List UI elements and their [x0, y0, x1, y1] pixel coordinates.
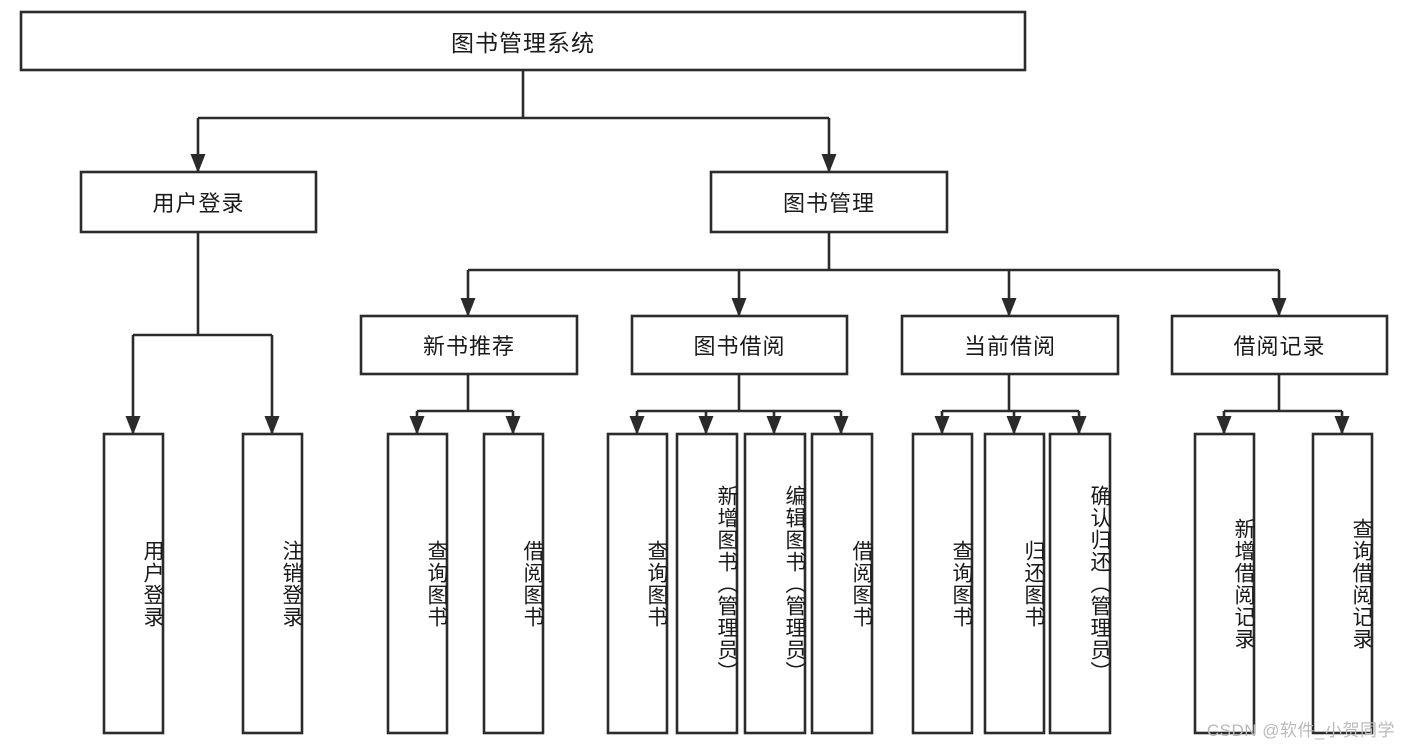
arrow-head-icon	[629, 416, 645, 435]
arrow-head-icon	[821, 154, 837, 173]
node-box-leaf-query-book-new[interactable]	[386, 432, 449, 735]
arrow-head-icon	[190, 154, 206, 173]
conn-new-book	[409, 374, 521, 435]
arrow-head-icon	[1071, 416, 1087, 435]
node-box-leaf-return-book[interactable]	[983, 432, 1046, 735]
node-box-leaf-add-record[interactable]	[1193, 432, 1256, 735]
node-box-new-book-recommend[interactable]	[359, 314, 579, 376]
conn-borrow-rec	[1216, 374, 1350, 435]
arrow-head-icon	[460, 298, 476, 317]
node-box-leaf-user-logout[interactable]	[241, 432, 304, 735]
arrow-head-icon	[698, 416, 714, 435]
conn-book-mgmt	[460, 232, 1287, 317]
arrow-head-icon	[934, 416, 950, 435]
node-box-root[interactable]	[19, 10, 1027, 72]
conn-root-split	[190, 70, 837, 173]
conn-current-bor	[934, 374, 1087, 435]
arrow-head-icon	[409, 416, 425, 435]
arrow-head-icon	[505, 416, 521, 435]
node-box-book-borrow[interactable]	[630, 314, 849, 376]
arrow-head-icon	[264, 416, 280, 435]
conn-user-login	[125, 232, 280, 435]
node-box-leaf-borrow-book-new[interactable]	[482, 432, 545, 735]
node-box-leaf-add-book[interactable]	[675, 432, 739, 735]
node-box-current-borrow[interactable]	[900, 314, 1120, 376]
arrow-head-icon	[1216, 416, 1232, 435]
arrow-head-icon	[125, 416, 141, 435]
node-box-user-login[interactable]	[79, 170, 318, 234]
arrow-head-icon	[766, 416, 782, 435]
arrow-head-icon	[731, 298, 747, 317]
connectors-layer	[125, 70, 1350, 435]
boxes-layer	[19, 10, 1389, 735]
node-box-leaf-query-book-bb[interactable]	[606, 432, 669, 735]
arrow-head-icon	[1006, 416, 1022, 435]
arrow-head-icon	[833, 416, 849, 435]
node-box-leaf-user-login[interactable]	[102, 432, 165, 735]
node-box-book-management[interactable]	[709, 170, 949, 234]
node-box-leaf-query-record[interactable]	[1311, 432, 1374, 735]
arrow-head-icon	[1001, 298, 1017, 317]
node-box-leaf-query-book-cb[interactable]	[911, 432, 974, 735]
conn-book-borrow	[629, 374, 849, 435]
node-box-leaf-edit-book[interactable]	[743, 432, 807, 735]
node-box-leaf-borrow-book-bb[interactable]	[810, 432, 874, 735]
node-box-borrow-record[interactable]	[1170, 314, 1389, 376]
node-box-leaf-confirm-return[interactable]	[1048, 432, 1112, 735]
arrow-head-icon	[1334, 416, 1350, 435]
arrow-head-icon	[1271, 298, 1287, 317]
